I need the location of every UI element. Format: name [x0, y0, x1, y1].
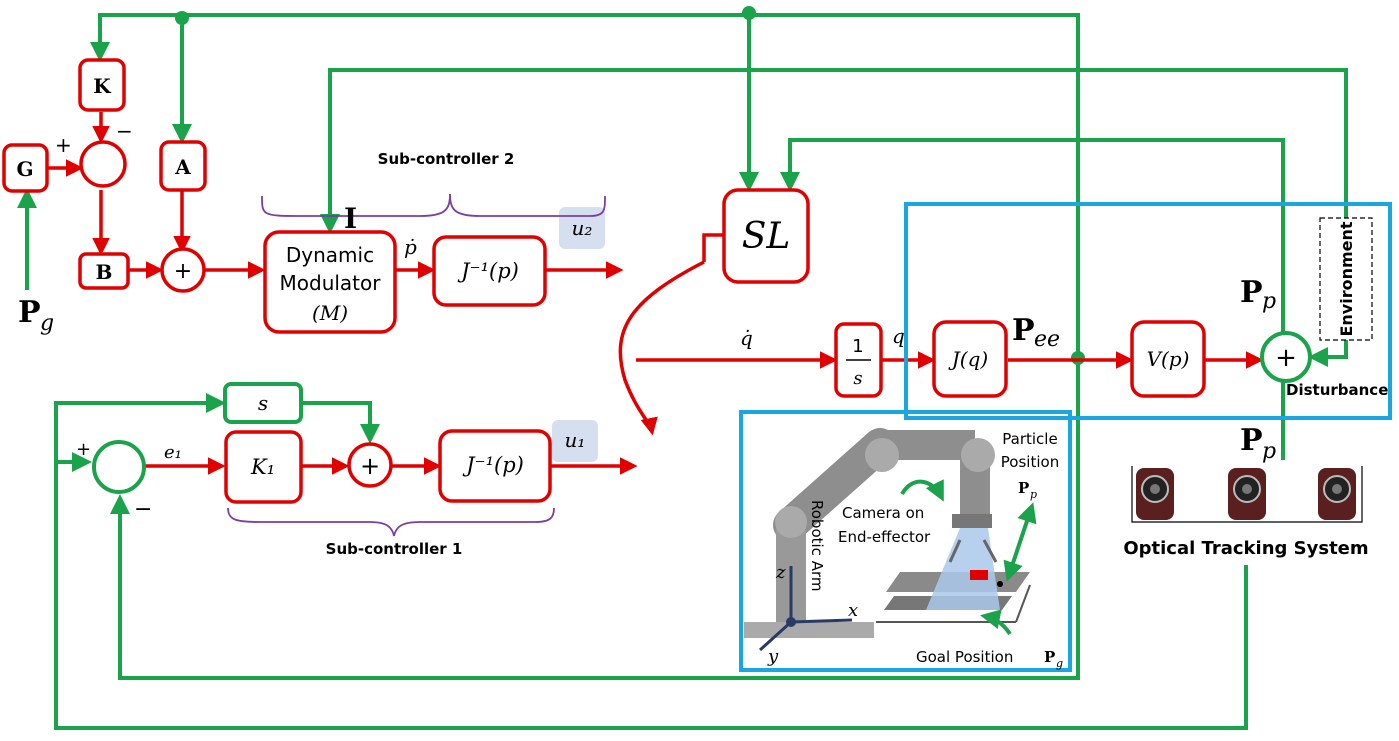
svg-text:Environment: Environment	[1337, 221, 1356, 336]
svg-text:p: p	[1030, 488, 1037, 501]
optical-tracking-system: Optical Tracking System	[1123, 466, 1369, 559]
svg-text:J(q): J(q)	[948, 347, 988, 371]
block-K: K	[78, 58, 126, 112]
pdot-label: ṗ	[404, 235, 417, 259]
subcontroller2-bracket	[261, 193, 606, 217]
u1-badge	[552, 420, 598, 462]
axis-y	[758, 620, 793, 652]
block-jinv-top: J⁻¹(p)	[432, 235, 547, 307]
svg-text:(M): (M)	[312, 301, 348, 325]
svg-text:s: s	[258, 391, 268, 415]
block-G: G	[2, 143, 49, 193]
block-A: A	[159, 140, 207, 192]
camera-icon	[1136, 468, 1174, 520]
svg-text:P: P	[1018, 479, 1029, 497]
svg-text:A: A	[174, 155, 191, 179]
svg-text:Dynamic: Dynamic	[286, 243, 374, 267]
Pee-label: P	[1012, 313, 1035, 348]
svg-text:Position: Position	[1001, 453, 1059, 471]
environment-box: Environment	[1319, 217, 1373, 341]
svg-text:B: B	[96, 260, 113, 284]
sum-sign: +	[360, 452, 380, 480]
u2-label: u₂	[572, 216, 593, 240]
block-SL: SL	[722, 188, 810, 284]
junction-dot	[742, 6, 756, 20]
svg-text:z: z	[775, 562, 786, 583]
summing-junction-gk	[79, 140, 127, 188]
svg-text:P: P	[1044, 648, 1055, 666]
minus-sign: −	[116, 119, 133, 143]
svg-text:Goal Position: Goal Position	[916, 648, 1013, 666]
Pp-mid-label: P	[1240, 423, 1263, 458]
block-B: B	[78, 252, 130, 290]
disturbance-label: Disturbance	[1286, 381, 1388, 399]
I-label: I	[344, 202, 357, 235]
camera-icon	[1318, 468, 1356, 520]
block-s: s	[223, 382, 303, 424]
qdot-label: q̇	[740, 326, 753, 350]
plus-sign: +	[55, 133, 72, 157]
plus-sign: +	[76, 439, 91, 460]
block-Vp: V(p)	[1130, 320, 1206, 398]
svg-text:x: x	[848, 600, 858, 621]
svg-text:s: s	[853, 368, 862, 389]
svg-text:y: y	[767, 646, 779, 667]
svg-text:Modulator: Modulator	[280, 271, 382, 295]
summing-junction-s	[347, 442, 393, 488]
plant-frame	[904, 202, 1392, 420]
q-label: q	[892, 324, 905, 348]
svg-text:Optical Tracking System: Optical Tracking System	[1123, 538, 1368, 559]
block-Jq: J(q)	[932, 320, 1008, 398]
camera-icon	[1228, 468, 1266, 520]
svg-text:J⁻¹(p): J⁻¹(p)	[457, 259, 519, 283]
signal-lines	[47, 112, 1264, 475]
subcontroller1-label: Sub-controller 1	[326, 540, 463, 558]
block-integrator: 1 s	[834, 322, 883, 398]
junction-dot	[175, 11, 189, 25]
svg-text:K: K	[93, 74, 111, 98]
Pg-label: P	[18, 295, 41, 330]
svg-text:g: g	[1056, 657, 1063, 670]
illustration-frame	[739, 410, 1072, 672]
Pee-subscript: ee	[1034, 327, 1060, 352]
svg-text:Particle: Particle	[1002, 430, 1057, 448]
feedback-lines	[17, 6, 1348, 730]
u1-label: u₁	[565, 428, 586, 452]
summing-junction-disturbance	[1260, 331, 1312, 383]
sum-sign: +	[1275, 343, 1297, 373]
Pg-subscript: g	[40, 311, 54, 336]
summing-junction-ab	[160, 247, 206, 293]
subcontroller1-bracket	[227, 507, 555, 537]
svg-text:End-effector: End-effector	[838, 528, 931, 546]
sum-sign: +	[174, 259, 192, 284]
summing-junction-error	[92, 440, 146, 494]
Pp-mid-subscript: p	[1262, 439, 1276, 464]
block-K1: K₁	[224, 430, 303, 504]
block-dynamic-modulator: Dynamic Modulator (M)	[263, 230, 397, 334]
block-jinv-bottom: J⁻¹(p)	[438, 429, 552, 503]
e1-label: e₁	[164, 442, 182, 463]
svg-text:Camera on: Camera on	[842, 504, 924, 522]
Pp-top-label: P	[1240, 275, 1263, 310]
svg-text:1: 1	[852, 336, 863, 357]
svg-text:K₁: K₁	[250, 455, 275, 479]
minus-sign: −	[134, 497, 152, 522]
subcontroller2-label: Sub-controller 2	[378, 150, 515, 168]
svg-text:SL: SL	[742, 216, 791, 257]
Pp-top-subscript: p	[1262, 289, 1276, 314]
svg-text:Robotic Arm: Robotic Arm	[808, 500, 826, 591]
svg-text:G: G	[16, 157, 33, 181]
axis-x	[790, 618, 853, 624]
svg-text:J⁻¹(p): J⁻¹(p)	[462, 453, 524, 477]
svg-text:V(p): V(p)	[1147, 347, 1190, 371]
u2-badge	[559, 207, 605, 249]
robot-illustration: z x y Robotic Arm Particle Position P p …	[744, 428, 1063, 670]
